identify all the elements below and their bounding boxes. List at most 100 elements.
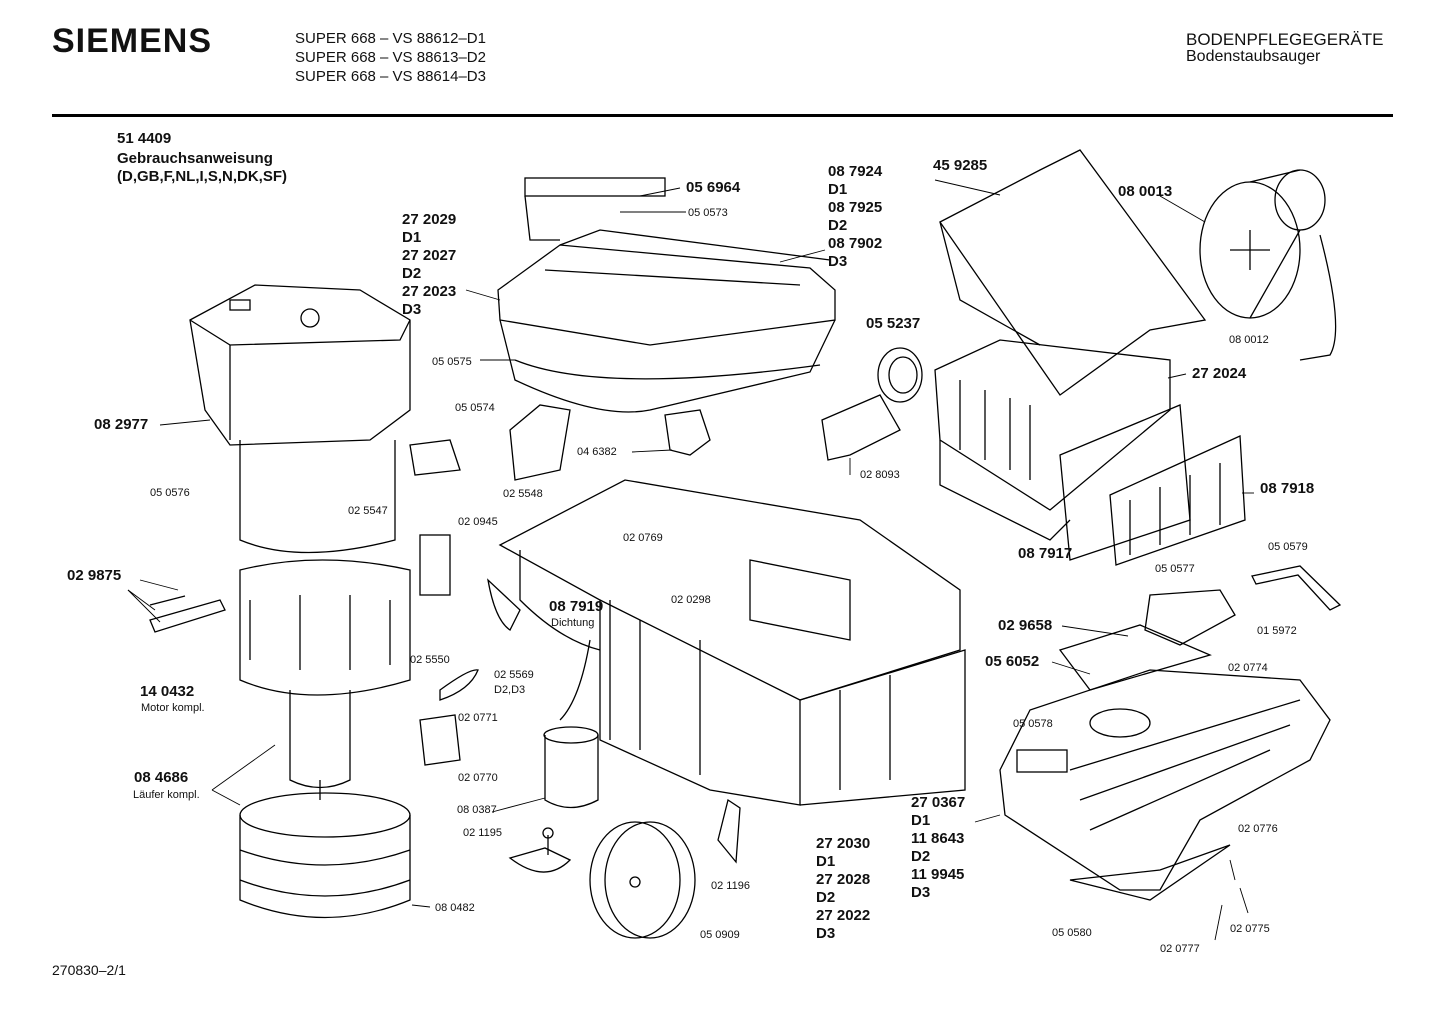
part-variant-d3: D3 bbox=[816, 925, 836, 942]
hose-drawing bbox=[543, 639, 599, 809]
part-label-025547: 02 5547 bbox=[348, 505, 388, 517]
part-label-050577: 05 0577 bbox=[1155, 563, 1195, 575]
part-label-025569: 02 5569 bbox=[494, 669, 534, 681]
part-label-272028: 27 2028 bbox=[816, 871, 871, 888]
brand-logo: SIEMENS bbox=[52, 22, 213, 60]
part-label-272022: 27 2022 bbox=[816, 907, 871, 924]
part-variant-d1: D1 bbox=[911, 812, 931, 829]
part-label-087918: 08 7918 bbox=[1260, 480, 1315, 497]
part-label-020776: 02 0776 bbox=[1238, 823, 1278, 835]
housing-drawing bbox=[498, 479, 966, 806]
part-label-082977: 08 2977 bbox=[94, 416, 149, 433]
motor-drawing bbox=[239, 440, 411, 800]
part-label-080482: 08 0482 bbox=[435, 902, 475, 914]
part-label-025550: 02 5550 bbox=[410, 654, 450, 666]
part-variant-d3: D3 bbox=[402, 301, 422, 318]
part-label-080387: 08 0387 bbox=[457, 804, 497, 816]
part-label-029658: 02 9658 bbox=[998, 617, 1053, 634]
part-label-050573: 05 0573 bbox=[688, 207, 728, 219]
cable-reel-drawing bbox=[1199, 169, 1337, 361]
part-variant-d2: D2 bbox=[402, 265, 422, 282]
part-label-motor: Motor kompl. bbox=[141, 702, 205, 714]
part-variant-d1: D1 bbox=[828, 181, 848, 198]
part-variant-d1: D1 bbox=[402, 229, 422, 246]
part-label-056052: 05 6052 bbox=[985, 653, 1040, 670]
document-number: 270830–2/1 bbox=[52, 962, 126, 978]
castor-drawing bbox=[508, 798, 741, 873]
model-line-2: SUPER 668 – VS 88613–D2 bbox=[295, 49, 486, 66]
part-label-272027: 27 2027 bbox=[402, 247, 457, 264]
part-label-056964: 05 6964 bbox=[686, 179, 741, 196]
small-parts-drawing bbox=[149, 404, 711, 766]
part-label-118643: 11 8643 bbox=[911, 830, 965, 847]
rotor-drawing bbox=[239, 792, 411, 919]
leader-lines bbox=[127, 179, 1254, 941]
lid-drawing bbox=[497, 177, 836, 413]
part-label-050574: 05 0574 bbox=[455, 402, 495, 414]
part-label-055237: 05 5237 bbox=[866, 315, 921, 332]
part-label-015972: 01 5972 bbox=[1257, 625, 1297, 637]
part-label-050580: 05 0580 bbox=[1052, 927, 1092, 939]
part-variant-d1: D1 bbox=[816, 853, 836, 870]
part-label-021196: 02 1196 bbox=[711, 880, 750, 892]
part-label-046382: 04 6382 bbox=[577, 446, 617, 458]
basket-drawing bbox=[934, 339, 1171, 541]
model-line-3: SUPER 668 – VS 88614–D3 bbox=[295, 68, 486, 85]
part-label-080013: 08 0013 bbox=[1118, 183, 1173, 200]
header-divider bbox=[52, 114, 1393, 117]
part-label-050909: 05 0909 bbox=[700, 929, 740, 941]
part-label-084686: 08 4686 bbox=[134, 769, 189, 786]
model-line-1: SUPER 668 – VS 88612–D1 bbox=[295, 30, 486, 47]
part-label-020771: 02 0771 bbox=[458, 712, 498, 724]
manual-number: 51 4409 bbox=[117, 130, 172, 147]
part-label-272029: 27 2029 bbox=[402, 211, 457, 228]
part-label-025548: 02 5548 bbox=[503, 488, 543, 500]
part-label-050576: 05 0576 bbox=[150, 487, 190, 499]
part-label-020775: 02 0775 bbox=[1230, 923, 1270, 935]
part-label-020777: 02 0777 bbox=[1160, 943, 1200, 955]
part-label-020770: 02 0770 bbox=[458, 772, 498, 784]
part-label-080012: 08 0012 bbox=[1229, 334, 1269, 346]
part-label-119945: 11 9945 bbox=[911, 866, 965, 883]
part-variant-d2: D2 bbox=[828, 217, 848, 234]
part-variant-d2: D2 bbox=[816, 889, 836, 906]
part-label-028093: 02 8093 bbox=[860, 469, 900, 481]
part-label-050575: 05 0575 bbox=[432, 356, 472, 368]
category-title: BODENPFLEGEGERÄTE bbox=[1186, 30, 1384, 49]
part-label-459285: 45 9285 bbox=[933, 157, 988, 174]
filter-grill-drawing bbox=[1059, 404, 1246, 566]
part-label-dichtung: Dichtung bbox=[551, 617, 595, 629]
part-variant-d2: D2 bbox=[911, 848, 931, 865]
manual-languages: (D,GB,F,NL,I,S,N,DK,SF) bbox=[117, 168, 287, 185]
part-label-020945: 02 0945 bbox=[458, 516, 498, 528]
part-label-laeufer: Läufer kompl. bbox=[133, 789, 200, 801]
part-variant-d3: D3 bbox=[911, 884, 931, 901]
part-label-087917: 08 7917 bbox=[1018, 545, 1073, 562]
part-variant-d3: D3 bbox=[828, 253, 848, 270]
part-label-087924: 08 7924 bbox=[828, 163, 883, 180]
part-label-272024: 27 2024 bbox=[1192, 365, 1247, 382]
filter-bag-drawing bbox=[939, 149, 1207, 396]
part-label-272030: 27 2030 bbox=[816, 835, 871, 852]
part-label-272023: 27 2023 bbox=[402, 283, 457, 300]
part-label-d2d3: D2,D3 bbox=[494, 684, 526, 696]
part-label-087925: 08 7925 bbox=[828, 199, 883, 216]
manual-title: Gebrauchsanweisung bbox=[117, 150, 273, 167]
motor-cover-drawing bbox=[189, 284, 411, 446]
part-label-087919: 08 7919 bbox=[549, 598, 604, 615]
part-label-020774: 02 0774 bbox=[1228, 662, 1268, 674]
part-label-050579: 05 0579 bbox=[1268, 541, 1308, 553]
gasket-drawing bbox=[821, 347, 923, 461]
part-label-020298: 02 0298 bbox=[671, 594, 711, 606]
part-label-270367: 27 0367 bbox=[911, 794, 966, 811]
part-label-029875: 02 9875 bbox=[67, 567, 122, 584]
handle-drawing bbox=[1251, 565, 1342, 611]
part-label-020769: 02 0769 bbox=[623, 532, 663, 544]
part-label-140432: 14 0432 bbox=[140, 683, 195, 700]
wheel-drawing bbox=[589, 821, 696, 939]
part-label-021195: 02 1195 bbox=[463, 827, 502, 839]
part-label-050578: 05 0578 bbox=[1013, 718, 1053, 730]
part-label-087902: 08 7902 bbox=[828, 235, 883, 252]
category-subtitle: Bodenstaubsauger bbox=[1186, 48, 1321, 65]
